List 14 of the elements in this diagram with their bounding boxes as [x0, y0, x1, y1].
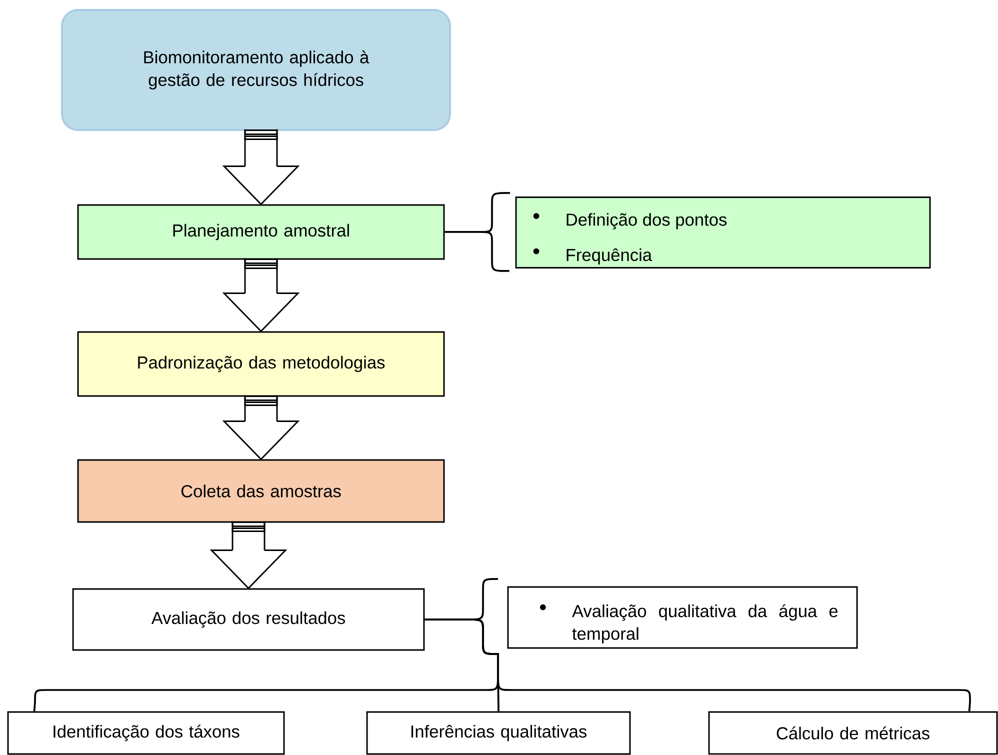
block-arrow: [222, 395, 300, 460]
process-box: Inferências qualitativas: [366, 711, 631, 755]
process-box: Cálculo de métricas: [708, 711, 998, 755]
process-box: Identificação dos táxons: [7, 711, 285, 755]
block-arrow: [210, 521, 288, 589]
bullet-list-box: Definição dos pontos Frequência: [515, 196, 931, 268]
bullet-list-box: Avaliação qualitativa da água e temporal: [507, 586, 858, 649]
block-arrow: [222, 258, 300, 332]
block-arrow: [222, 129, 300, 205]
process-box: Padronização das metodologias: [77, 331, 445, 397]
process-box: Planejamento amostral: [77, 204, 445, 260]
brace: [424, 618, 971, 712]
title-box: Biomonitoramento aplicado à gestão de recursos hídricos: [61, 9, 451, 131]
process-box: Coleta das amostras: [77, 459, 445, 523]
